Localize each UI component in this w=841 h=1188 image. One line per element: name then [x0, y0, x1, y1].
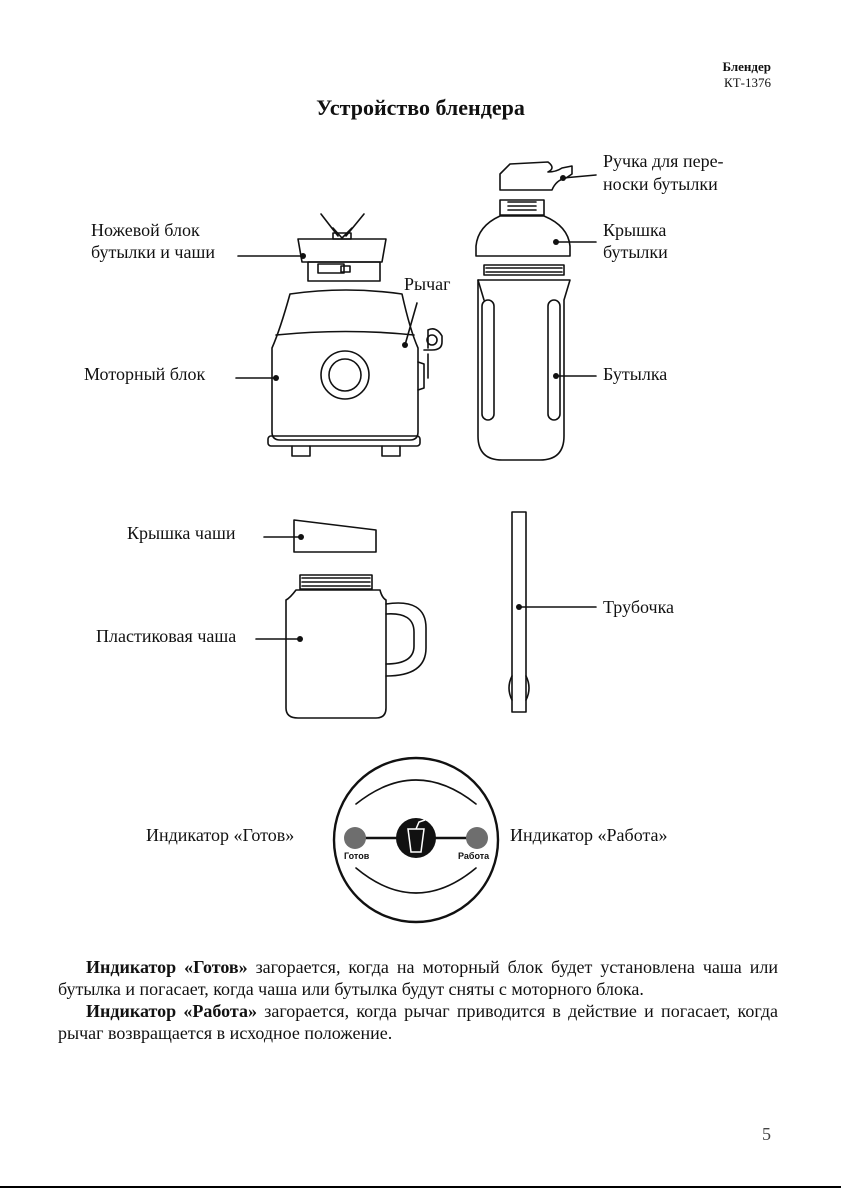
description-ready-text: загорается, когда на моторный блок будет…: [58, 957, 779, 999]
label-motor-unit: Моторный блок: [84, 364, 206, 384]
cup-drawing: [285, 574, 427, 719]
description-work: Индикатор «Работа» загорается, когда рыч…: [58, 1000, 778, 1044]
panel-label-ready: Готов: [344, 851, 370, 861]
label-lever: Рычаг: [404, 274, 451, 294]
page-title: Устройство блендера: [316, 95, 525, 120]
label-cup: Пластиковая чаша: [96, 626, 236, 646]
straw-drawing: [508, 511, 530, 713]
bottom-rule: [0, 1186, 841, 1188]
label-straw: Трубочка: [603, 597, 674, 617]
work-indicator-light: [466, 827, 488, 849]
description-work-bold: Индикатор «Работа»: [86, 1001, 257, 1021]
bottle-handle-drawing: [499, 161, 573, 191]
header-model: КТ-1376: [724, 75, 771, 90]
label-handle-1: Ручка для пере-: [603, 151, 724, 171]
bottle-drawing: [477, 264, 571, 461]
control-panel-drawing: [332, 756, 500, 924]
label-handle-2: носки бутылки: [603, 174, 718, 194]
page-number: 5: [762, 1124, 771, 1144]
blade-unit-drawing: [297, 213, 387, 282]
cup-lid-drawing: [293, 519, 377, 553]
label-ready-indicator: Индикатор «Готов»: [146, 825, 294, 845]
panel-label-work: Работа: [458, 851, 490, 861]
motor-unit-drawing: [267, 289, 443, 457]
power-button[interactable]: [396, 818, 436, 858]
description-ready: Индикатор «Готов» загорается, когда на м…: [58, 956, 778, 1000]
description-ready-bold: Индикатор «Готов»: [86, 957, 248, 977]
label-blade-unit-2: бутылки и чаши: [91, 242, 215, 262]
leader-dots: [273, 175, 566, 642]
leader-lines: [235, 174, 597, 640]
cup-straw-icon: [407, 819, 426, 853]
ready-indicator-light: [344, 827, 366, 849]
label-blade-unit-1: Ножевой блок: [91, 220, 200, 240]
label-bottle-lid-1: Крышка: [603, 220, 666, 240]
label-bottle: Бутылка: [603, 364, 667, 384]
label-work-indicator: Индикатор «Работа»: [510, 825, 668, 845]
label-cup-lid: Крышка чаши: [127, 523, 236, 543]
bottle-lid-drawing: [475, 199, 571, 257]
description-work-text: загорается, когда рычаг приводится в дей…: [58, 1001, 778, 1043]
label-bottle-lid-2: бутылки: [603, 242, 668, 262]
blender-diagram: Ножевой блок бутылки и чаши Рычаг Моторн…: [84, 151, 724, 924]
header-product: Блендер: [722, 59, 771, 74]
